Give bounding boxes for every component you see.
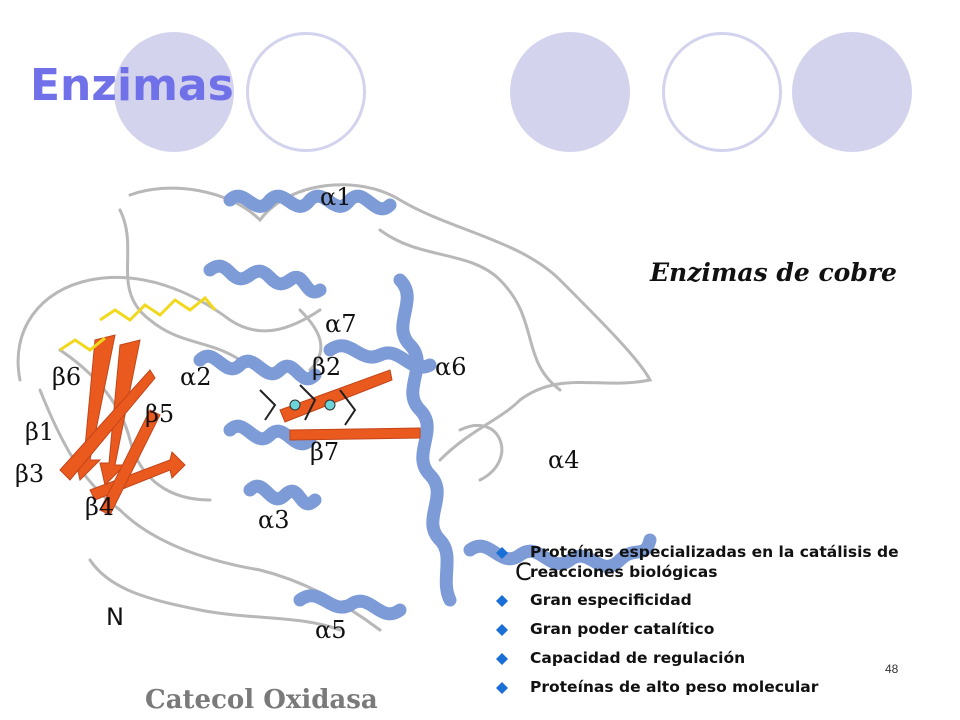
bullet-item: Gran especificidad: [496, 590, 956, 610]
bullet-item: Proteínas de alto peso molecular: [496, 677, 956, 697]
decor-circle: [792, 32, 912, 152]
active-site: [259, 384, 357, 426]
bullet-text: Capacidad de regulación: [530, 649, 746, 667]
label-alpha2: α2: [180, 363, 211, 391]
decor-ring: [246, 32, 366, 152]
decor-circle: [510, 32, 630, 152]
ligand-chain: [59, 295, 217, 352]
label-alpha1: α1: [320, 183, 351, 211]
figure-caption: Catecol Oxidasa: [145, 685, 378, 715]
diamond-bullet-icon: [496, 653, 508, 665]
label-alpha6: α6: [435, 353, 466, 381]
label-beta6: β6: [52, 363, 81, 391]
diamond-bullet-icon: [496, 547, 508, 559]
label-alpha3: α3: [258, 506, 289, 534]
bullet-text: Gran especificidad: [530, 591, 692, 609]
diamond-bullet-icon: [496, 595, 508, 607]
label-n-terminus: N: [106, 603, 124, 631]
label-beta1: β1: [25, 418, 54, 446]
bullet-list: Proteínas especializadas en la catálisis…: [496, 542, 956, 706]
bullet-text: Proteínas de alto peso molecular: [530, 678, 819, 696]
label-c-terminus: C: [515, 558, 532, 586]
bullet-item: Proteínas especializadas en la catálisis…: [496, 542, 956, 582]
label-beta4: β4: [85, 493, 114, 521]
bullet-text: Gran poder catalítico: [530, 620, 715, 638]
label-beta7: β7: [310, 438, 339, 466]
bullet-text: Proteínas especializadas en la catálisis…: [530, 543, 899, 581]
page-number: 48: [885, 662, 899, 676]
subtitle: Enzimas de cobre: [650, 258, 897, 287]
label-beta3: β3: [15, 460, 44, 488]
label-alpha5: α5: [315, 616, 346, 644]
beta-sheets: [59, 334, 421, 516]
label-alpha4: α4: [548, 446, 579, 474]
bullet-item: Capacidad de regulación: [496, 648, 956, 668]
protein-structure-image: α1 α2 α3 α4 α5 α6 α7 β1 β2 β3 β4 β5 β6 β…: [15, 183, 657, 644]
loop-strands: [16, 183, 653, 632]
decor-ring: [662, 32, 782, 152]
label-beta2: β2: [312, 353, 341, 381]
label-beta5: β5: [145, 400, 174, 428]
label-alpha7: α7: [325, 310, 356, 338]
diamond-bullet-icon: [496, 682, 508, 694]
diamond-bullet-icon: [496, 624, 508, 636]
decor-circle: [114, 32, 234, 152]
slide-title: Enzimas: [30, 60, 234, 111]
bullet-item: Gran poder catalítico: [496, 619, 956, 639]
